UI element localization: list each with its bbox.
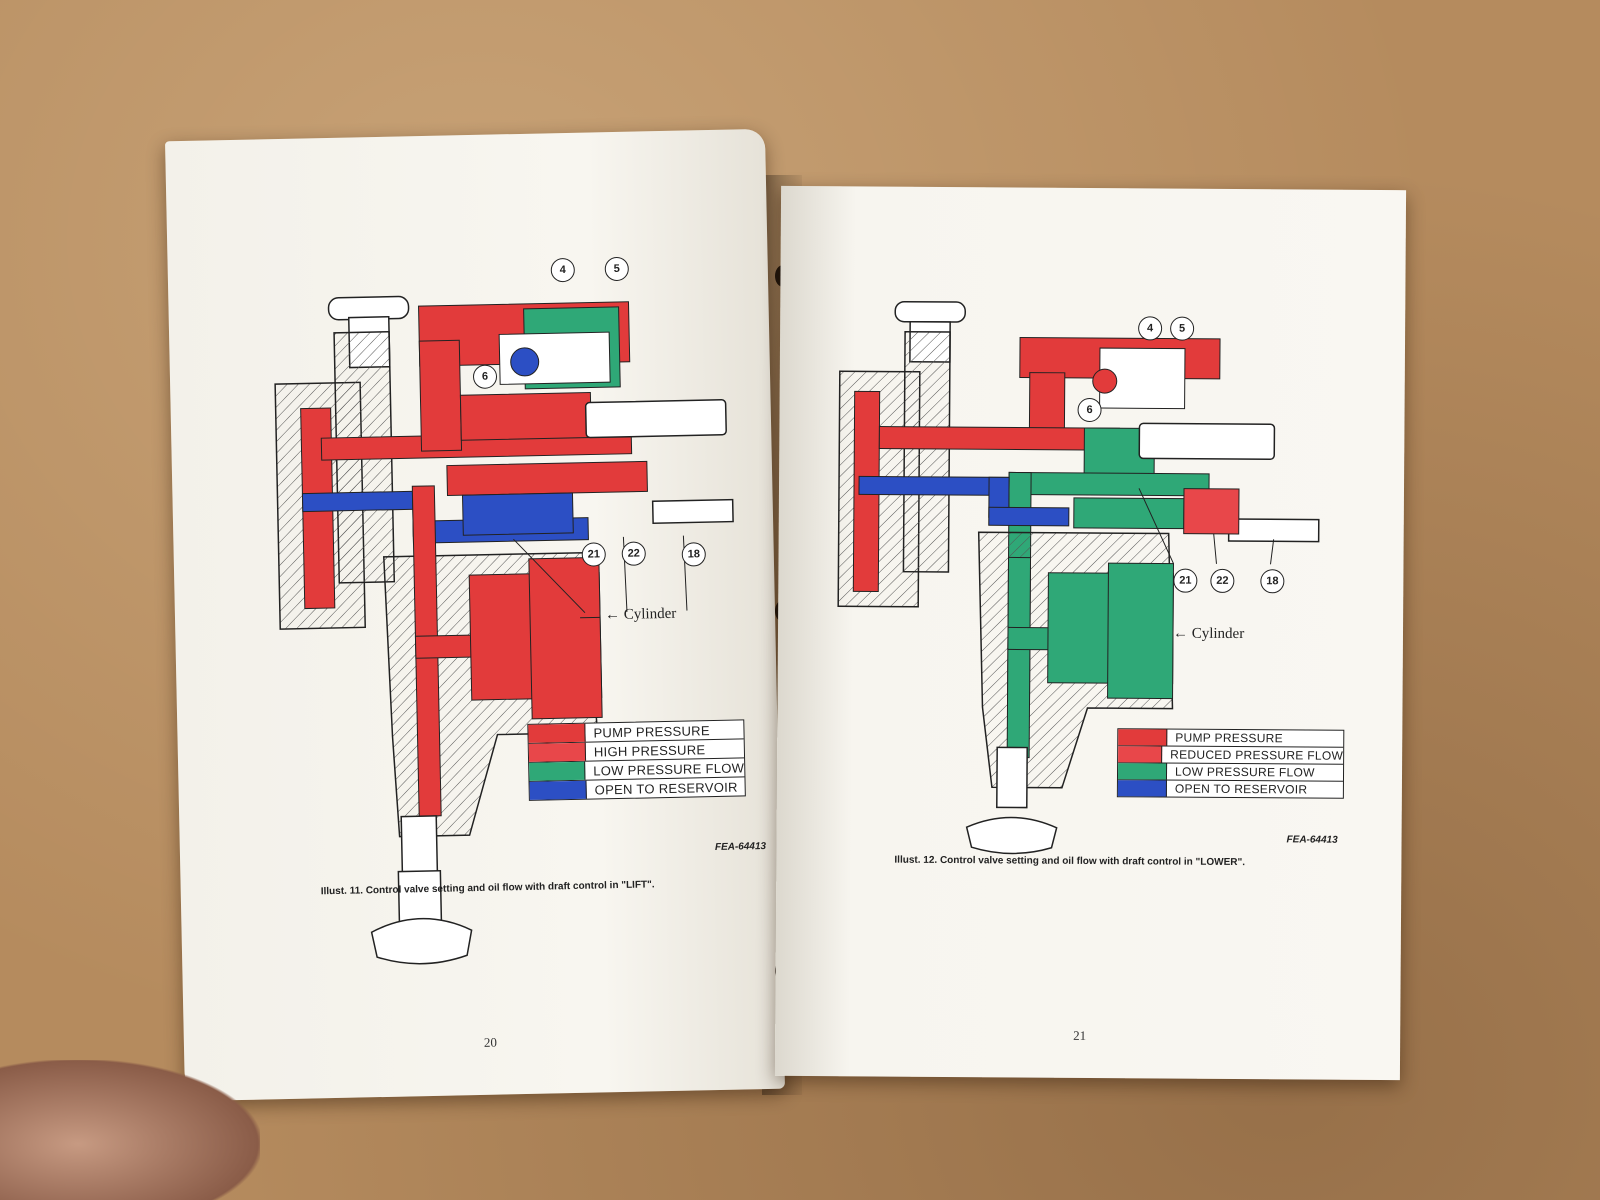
callout-4: 4 <box>1138 316 1163 341</box>
legend-row: OPEN TO RESERVOIR <box>529 777 745 800</box>
page-number: 20 <box>483 1034 498 1050</box>
callout-21: 21 <box>1173 568 1198 593</box>
legend-label: OPEN TO RESERVOIR <box>594 779 738 798</box>
left-page: 4 5 6 21 22 18 ← Cylinder PUMP PRESSURE … <box>165 128 785 1102</box>
legend-label: LOW PRESSURE FLOW <box>1174 764 1315 780</box>
legend-swatch <box>528 742 587 762</box>
legend-swatch <box>529 761 586 781</box>
callout-18: 18 <box>1260 569 1285 594</box>
right-page: 4 5 6 21 22 18 ← Cylinder PUMP PRESSURE … <box>774 185 1407 1081</box>
callout-6: 6 <box>1077 397 1102 423</box>
legend-row: OPEN TO RESERVOIR <box>1117 780 1343 798</box>
legend: PUMP PRESSURE REDUCED PRESSURE FLOW LOW … <box>1116 728 1345 799</box>
cylinder-label: ← Cylinder <box>604 605 677 624</box>
legend-label: PUMP PRESSURE <box>1175 730 1284 746</box>
cylinder-label: ← Cylinder <box>1172 625 1245 643</box>
right-diagram <box>837 300 1320 855</box>
callout-22: 22 <box>1210 568 1235 594</box>
legend-row: LOW PRESSURE FLOW <box>1117 763 1344 782</box>
legend-label: LOW PRESSURE FLOW <box>593 759 745 779</box>
legend-swatch <box>1117 780 1167 797</box>
legend-row: REDUCED PRESSURE FLOW <box>1118 746 1344 765</box>
legend-label: OPEN TO RESERVOIR <box>1174 781 1308 797</box>
figure-code: FEA-64413 <box>714 840 767 854</box>
callout-5: 5 <box>1170 316 1195 341</box>
figure-code: FEA-64413 <box>1286 834 1338 846</box>
legend-label: REDUCED PRESSURE FLOW <box>1170 747 1344 763</box>
legend-swatch <box>528 723 586 743</box>
legend-swatch <box>1118 729 1168 746</box>
legend-swatch <box>1117 763 1168 780</box>
legend-row: PUMP PRESSURE <box>1118 729 1344 748</box>
legend-swatch <box>1118 746 1163 763</box>
thumb <box>0 1060 260 1200</box>
legend-swatch <box>529 780 587 800</box>
legend-label: HIGH PRESSURE <box>593 741 706 760</box>
legend: PUMP PRESSURE HIGH PRESSURE LOW PRESSURE… <box>527 719 746 801</box>
left-diagram <box>274 295 734 965</box>
page-number: 21 <box>1073 1027 1087 1043</box>
legend-label: PUMP PRESSURE <box>593 722 710 741</box>
